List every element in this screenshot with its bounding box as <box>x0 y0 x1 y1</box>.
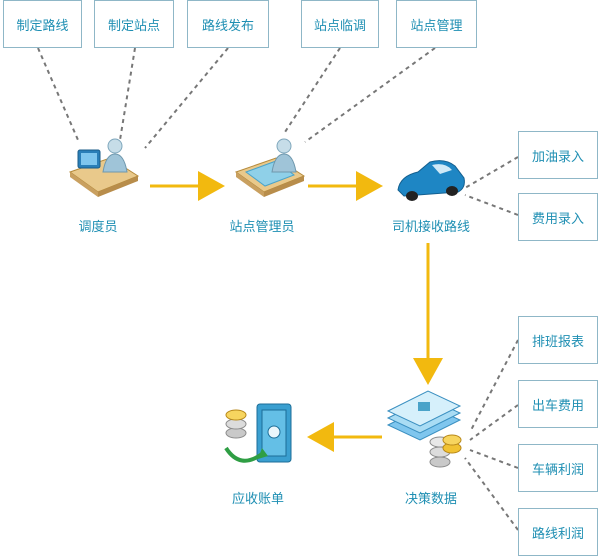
connector-route-publish <box>144 47 229 149</box>
connector-route-profit <box>464 457 519 531</box>
connector-route-plan <box>37 47 79 141</box>
connector-station-temp <box>284 47 341 133</box>
box-station-manage[interactable]: 站点管理 <box>396 0 477 48</box>
box-route-publish[interactable]: 路线发布 <box>187 0 269 48</box>
box-refuel-entry[interactable]: 加油录入 <box>518 131 598 179</box>
box-route-plan[interactable]: 制定路线 <box>3 0 82 48</box>
box-route-profit[interactable]: 路线利润 <box>518 508 598 556</box>
safe-icon <box>224 403 292 463</box>
connector-station-manage <box>304 47 436 143</box>
connector-schedule <box>469 339 519 433</box>
label-dispatcher: 调度员 <box>78 220 118 235</box>
label-station-manager: 站点管理员 <box>229 220 295 235</box>
connector-station-plan <box>119 47 136 141</box>
box-expense-entry[interactable]: 费用录入 <box>518 193 598 241</box>
box-station-plan[interactable]: 制定站点 <box>94 0 174 48</box>
box-trip-cost[interactable]: 出车费用 <box>518 380 598 428</box>
decision-data-icon <box>386 390 462 468</box>
label-driver: 司机接收路线 <box>391 220 471 235</box>
label-receivable: 应收账单 <box>231 492 285 507</box>
dashed-connectors <box>37 47 519 531</box>
label-decision-data: 决策数据 <box>404 492 458 507</box>
connector-trip-cost <box>469 404 519 441</box>
connector-expense <box>464 194 519 216</box>
flow-arrows <box>150 171 443 452</box>
car-icon <box>397 160 465 201</box>
box-schedule-report[interactable]: 排班报表 <box>518 316 598 364</box>
box-station-temp[interactable]: 站点临调 <box>301 0 379 48</box>
connector-refuel <box>464 156 519 189</box>
box-vehicle-profit[interactable]: 车辆利润 <box>518 444 598 492</box>
dispatcher-icon <box>68 138 140 197</box>
station-manager-icon <box>234 138 306 197</box>
connector-vehicle-profit <box>469 449 519 469</box>
